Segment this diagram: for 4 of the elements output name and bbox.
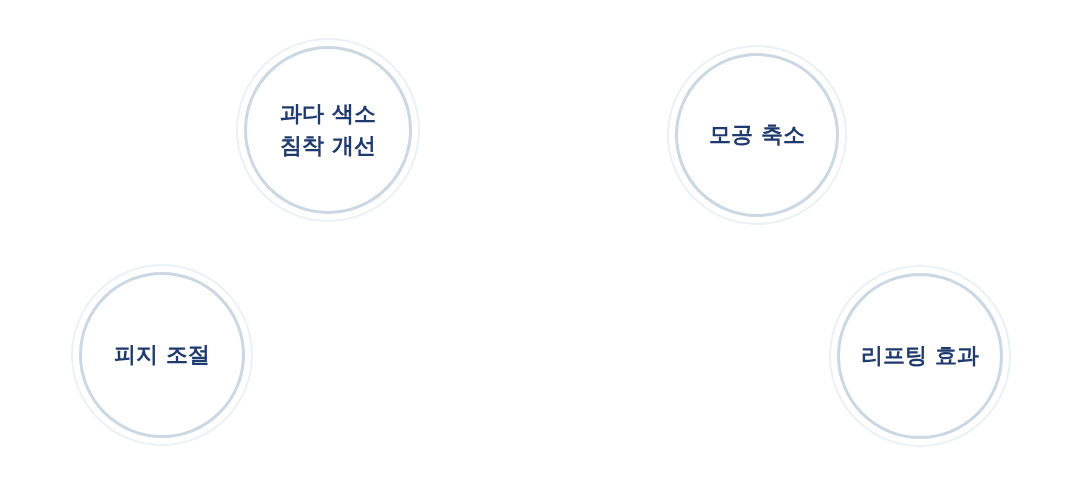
node-label: 모공 축소 [709,121,805,149]
node-label: 과다 색소 침착 개선 [279,100,377,160]
node-label: 리프팅 효과 [861,342,979,370]
node-label: 피지 조절 [114,341,210,369]
